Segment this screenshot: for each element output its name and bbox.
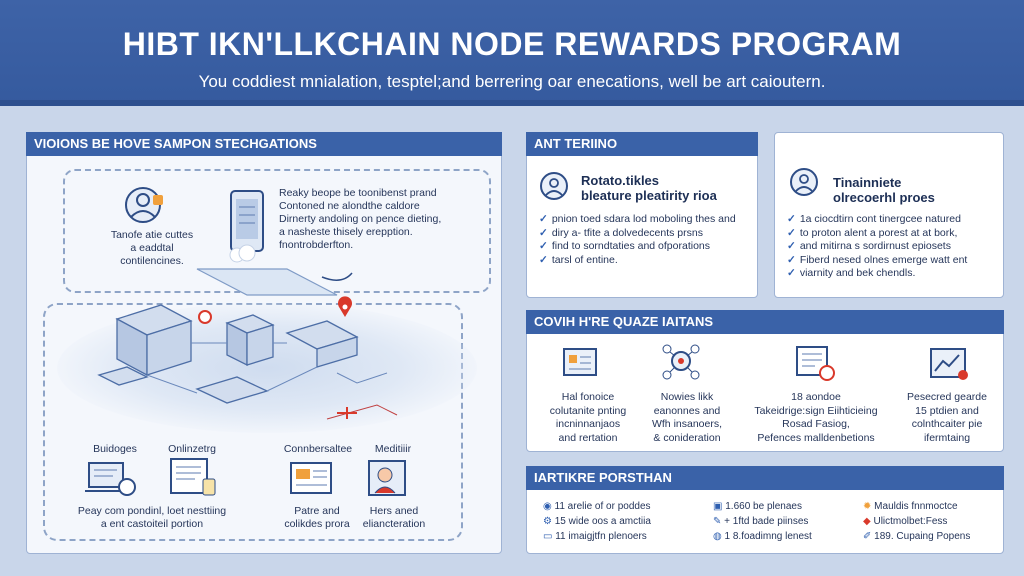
card-tinainniete: Tinainniete olrecoerhl proes ✓1a ciocdti…	[774, 132, 1004, 298]
network-nodes-icon	[659, 341, 703, 385]
check-icon: ✓	[787, 226, 796, 239]
bubble-text: Tanofe atie cuttes a eaddtal contilencin…	[110, 229, 194, 267]
page-subtitle: You coddiest mnialation, tesptel;and ber…	[198, 72, 826, 91]
server-device-icon	[223, 187, 275, 263]
solutions-heading: VIOIONS BE HOVE SAMPON STECHGATIONS	[26, 132, 502, 156]
profile-icon	[539, 171, 569, 201]
item-label-meditiiir: Meditiiir	[374, 443, 412, 455]
card1-heading: ANT TERIINO	[526, 132, 758, 156]
partner-col-1: ◉ 11 arelie of or poddes ⚙ 15 wide oos a…	[543, 499, 651, 544]
list-item: ✓to proton alent a porest at at bork,	[787, 226, 958, 239]
check-icon: ✓	[539, 253, 548, 266]
report-icon	[793, 343, 839, 385]
list-item: ◆ Ulictmolbet:Fess	[863, 516, 948, 527]
person-icon	[789, 167, 819, 197]
header-banner	[0, 0, 1024, 106]
shield-icon: ◉	[543, 501, 555, 512]
list-item: ⚙ 15 wide oos a amctiia	[543, 516, 651, 527]
item-label-budgets: Buidoges	[93, 443, 137, 455]
list-item: ◉ 11 arelie of or poddes	[543, 501, 651, 512]
check-icon: ✓	[539, 240, 548, 252]
check-icon: ✓	[787, 240, 796, 252]
list-item: ✹ Mauldis fnnmoctce	[863, 501, 958, 512]
check-icon: ✓	[787, 253, 796, 266]
dashboard-icon	[561, 345, 601, 385]
meditiiir-caption: Hers aned eliancteration	[362, 505, 426, 530]
page-title: HIBT IKN'LLKCHAIN NODE REWARDS PROGRAM	[122, 26, 902, 62]
gear-icon: ⚙	[543, 516, 555, 527]
solutions-panel: VIOIONS BE HOVE SAMPON STECHGATIONS Tano…	[26, 132, 502, 554]
check-icon: ✓	[539, 226, 548, 239]
item-label-connbersaltee: Connbersaltee	[283, 443, 353, 455]
flame-icon: ✹	[863, 501, 875, 512]
budgets-caption: Peay com pondinl, loet nesttiing a ent c…	[77, 505, 227, 530]
document-icon	[165, 457, 221, 501]
chart-screen-icon	[927, 345, 973, 385]
card2-title: Tinainniete olrecoerhl proes	[833, 175, 935, 205]
network-description: Reaky beope be toonibenst prand Contoned…	[279, 187, 442, 251]
list-item: ✓Fiberd nesed olnes emerge watt ent	[787, 253, 968, 266]
list-item: ▭ 11 imaigjtfn plenoers	[543, 531, 647, 542]
quarter-panel: COVIH H'RE QUAZE IAITANS	[526, 310, 1004, 452]
list-item: ▣ 1.660 be plenaes	[713, 501, 802, 512]
ticket-icon: ◆	[863, 516, 874, 527]
list-item: ✓tarsl of entine.	[539, 253, 618, 266]
quarter-heading: COVIH H'RE QUAZE IAITANS	[526, 310, 1004, 334]
list-item: ✓diry a- tfite a dolvedecents prsns	[539, 226, 703, 239]
list-item: ✓viarnity and bek chendls.	[787, 267, 916, 279]
card-icon: ▭	[543, 531, 556, 542]
card1-checklist: ✓pnion toed sdara lod moboling thes and …	[539, 213, 736, 267]
info-icon: ◍	[713, 531, 725, 542]
check-icon: ✓	[539, 213, 548, 225]
partner-heading: IARTIKRE PORSTHAN	[526, 466, 1004, 490]
tool-icon: ✎	[713, 516, 725, 527]
medical-icon	[363, 457, 415, 501]
list-item: ✐ 189. Cupaing Popens	[863, 531, 971, 542]
list-item: ✓and mitirna s sordirnust epiosets	[787, 240, 951, 252]
edit-icon: ✐	[863, 531, 875, 542]
laptop-icon	[83, 459, 139, 499]
check-icon: ✓	[787, 213, 796, 225]
list-item: ✎ + 1ftd bade piinses	[713, 516, 809, 527]
list-item: ✓pnion toed sdara lod moboling thes and	[539, 213, 736, 225]
partner-panel: IARTIKRE PORSTHAN ◉ 11 arelie of or podd…	[526, 466, 1004, 554]
user-help-icon	[123, 183, 167, 227]
isometric-network-illustration	[87, 263, 447, 443]
item-label-onlinzetrg: Onlinzetrg	[168, 443, 216, 455]
chat-icon: ▣	[713, 501, 726, 512]
connbersaltee-caption: Patre and colikdes prora	[284, 505, 350, 530]
list-item: ✓find to sorndtaties and ofporations	[539, 240, 710, 252]
partner-col-2: ▣ 1.660 be plenaes ✎ + 1ftd bade piinses…	[713, 499, 812, 544]
partner-col-3: ✹ Mauldis fnnmoctce ◆ Ulictmolbet:Fess ✐…	[863, 499, 970, 544]
card1-title: Rotato.tikles bleature pleatirity rioa	[581, 173, 717, 203]
list-item: ◍ 1 8.foadimng lenest	[713, 531, 812, 542]
invoice-icon	[287, 459, 339, 499]
check-icon: ✓	[787, 267, 796, 279]
card2-checklist: ✓1a ciocdtirn cont tinergcee natured ✓to…	[787, 213, 967, 281]
list-item: ✓1a ciocdtirn cont tinergcee natured	[787, 213, 961, 225]
card-ant-teriino: ANT TERIINO Rotato.tikles bleature pleat…	[526, 132, 758, 298]
